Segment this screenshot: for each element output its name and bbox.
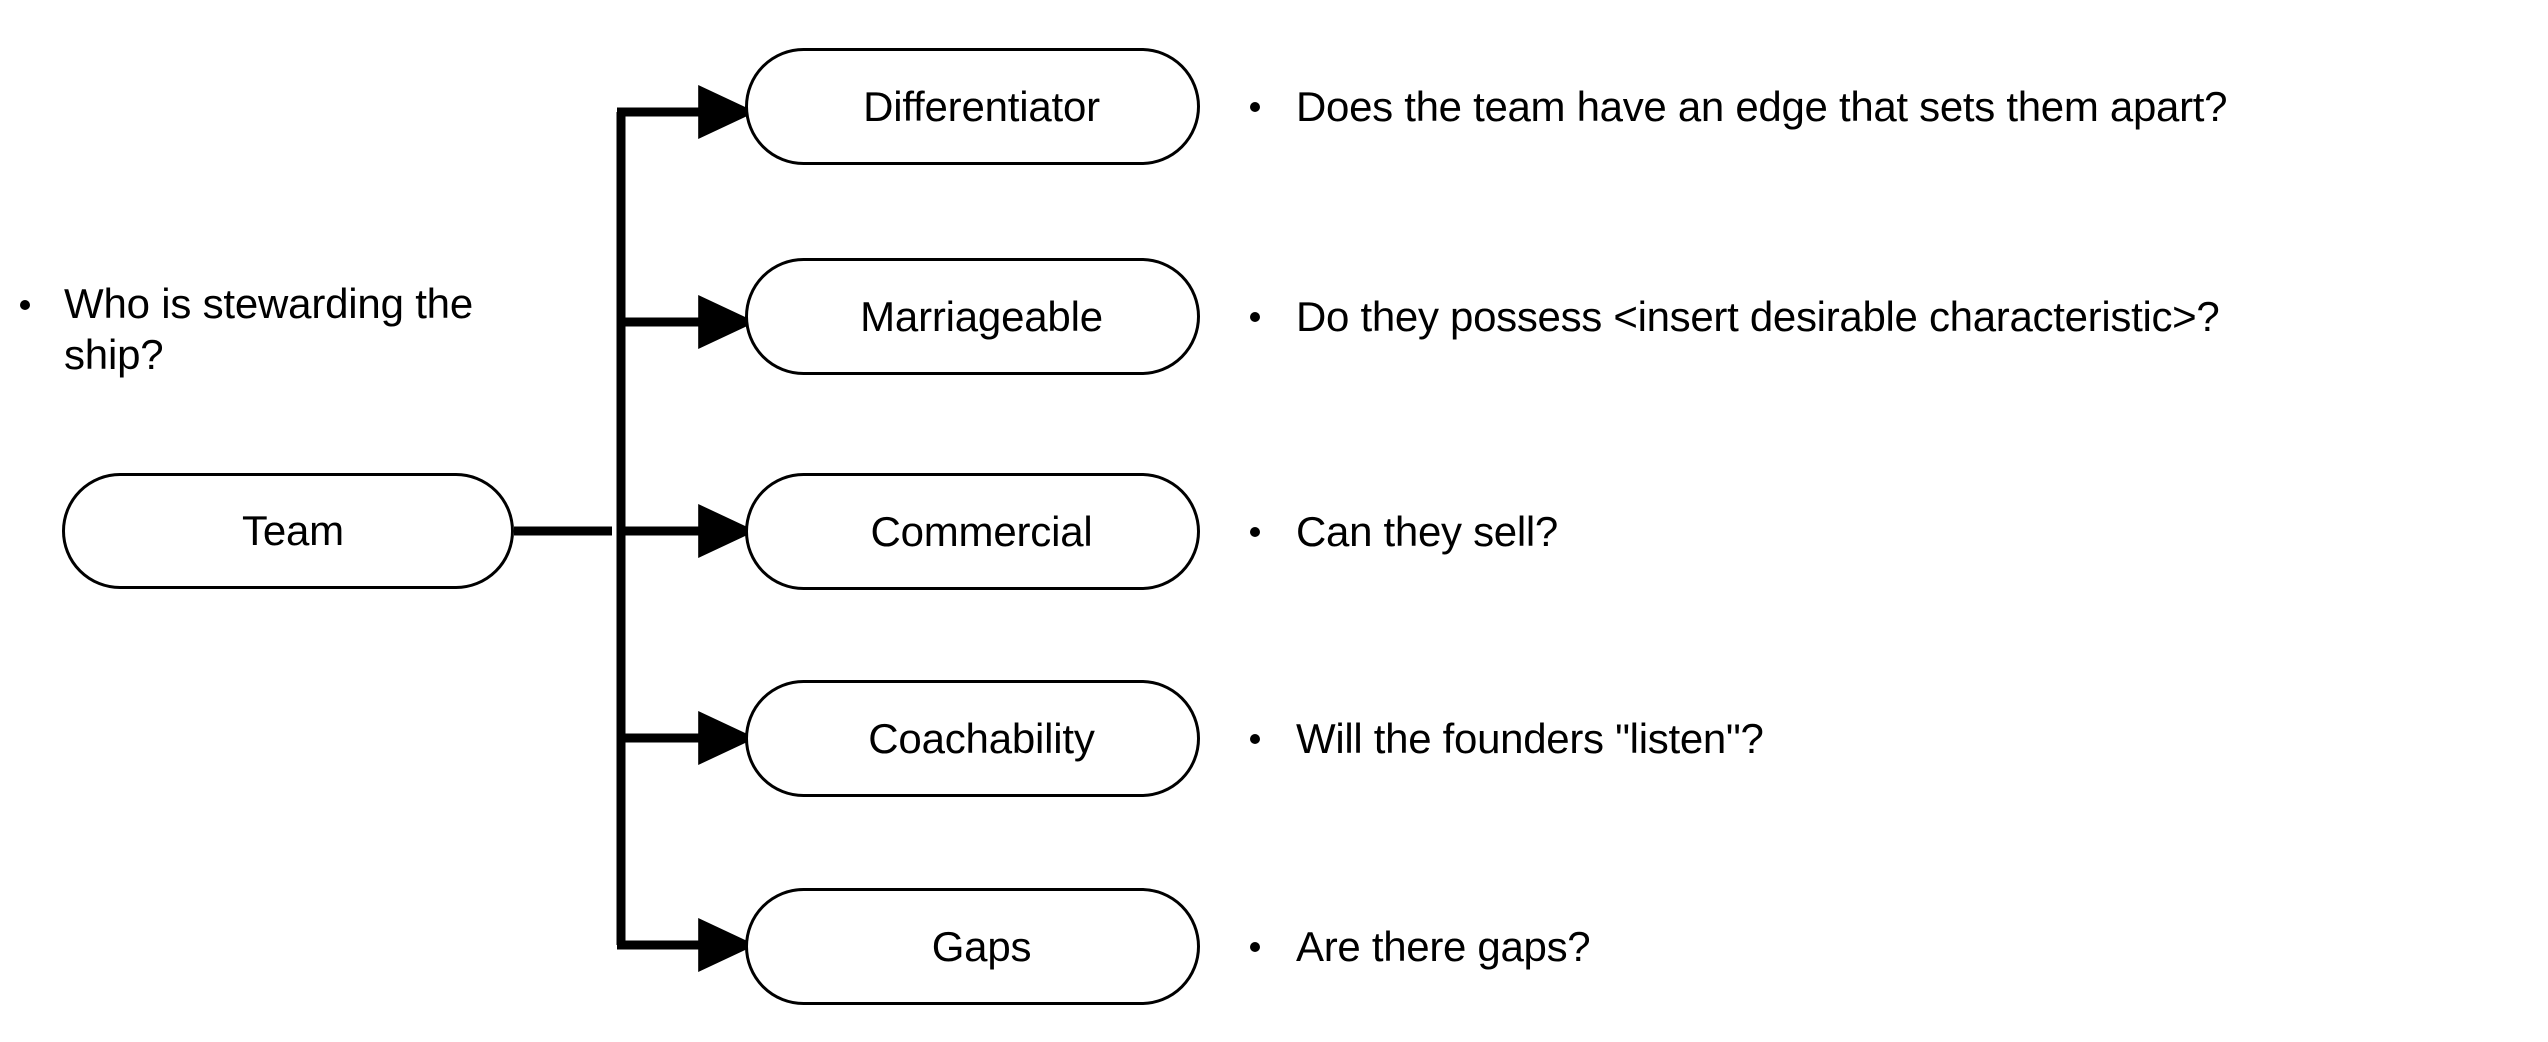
question-text-marriageable: Do they possess <insert desirable charac… bbox=[1296, 292, 2220, 340]
question-text-commercial: Can they sell? bbox=[1296, 507, 1558, 555]
node-differentiator-label: Differentiator bbox=[863, 82, 1100, 130]
bullet-dot-icon bbox=[1250, 941, 1260, 952]
node-coachability[interactable]: Coachability bbox=[745, 680, 1200, 797]
question-row-marriageable: Do they possess <insert desirable charac… bbox=[1250, 258, 2220, 375]
node-coachability-label: Coachability bbox=[868, 714, 1095, 762]
bullet-dot-icon bbox=[20, 300, 30, 310]
question-row-gaps: Are there gaps? bbox=[1250, 888, 1591, 1005]
intro-bullet-text: Who is stewarding the ship? bbox=[64, 280, 473, 379]
question-row-coachability: Will the founders "listen"? bbox=[1250, 680, 1764, 797]
bullet-dot-icon bbox=[1250, 101, 1260, 112]
question-text-gaps: Are there gaps? bbox=[1296, 922, 1591, 970]
node-team-label: Team bbox=[242, 507, 344, 554]
bullet-dot-icon bbox=[1250, 311, 1260, 322]
intro-bullet: Who is stewarding the ship? bbox=[20, 278, 540, 380]
node-gaps-label: Gaps bbox=[931, 922, 1032, 970]
bullet-dot-icon bbox=[1250, 526, 1260, 537]
node-marriageable[interactable]: Marriageable bbox=[745, 258, 1200, 375]
node-commercial-label: Commercial bbox=[870, 507, 1093, 555]
question-text-differentiator: Does the team have an edge that sets the… bbox=[1296, 82, 2228, 130]
node-gaps[interactable]: Gaps bbox=[745, 888, 1200, 1005]
question-row-commercial: Can they sell? bbox=[1250, 473, 1558, 590]
node-team[interactable]: Team bbox=[62, 473, 514, 589]
bullet-dot-icon bbox=[1250, 733, 1260, 744]
question-text-coachability: Will the founders "listen"? bbox=[1296, 714, 1764, 762]
question-row-differentiator: Does the team have an edge that sets the… bbox=[1250, 48, 2228, 165]
node-differentiator[interactable]: Differentiator bbox=[745, 48, 1200, 165]
node-marriageable-label: Marriageable bbox=[860, 292, 1103, 340]
node-commercial[interactable]: Commercial bbox=[745, 473, 1200, 590]
